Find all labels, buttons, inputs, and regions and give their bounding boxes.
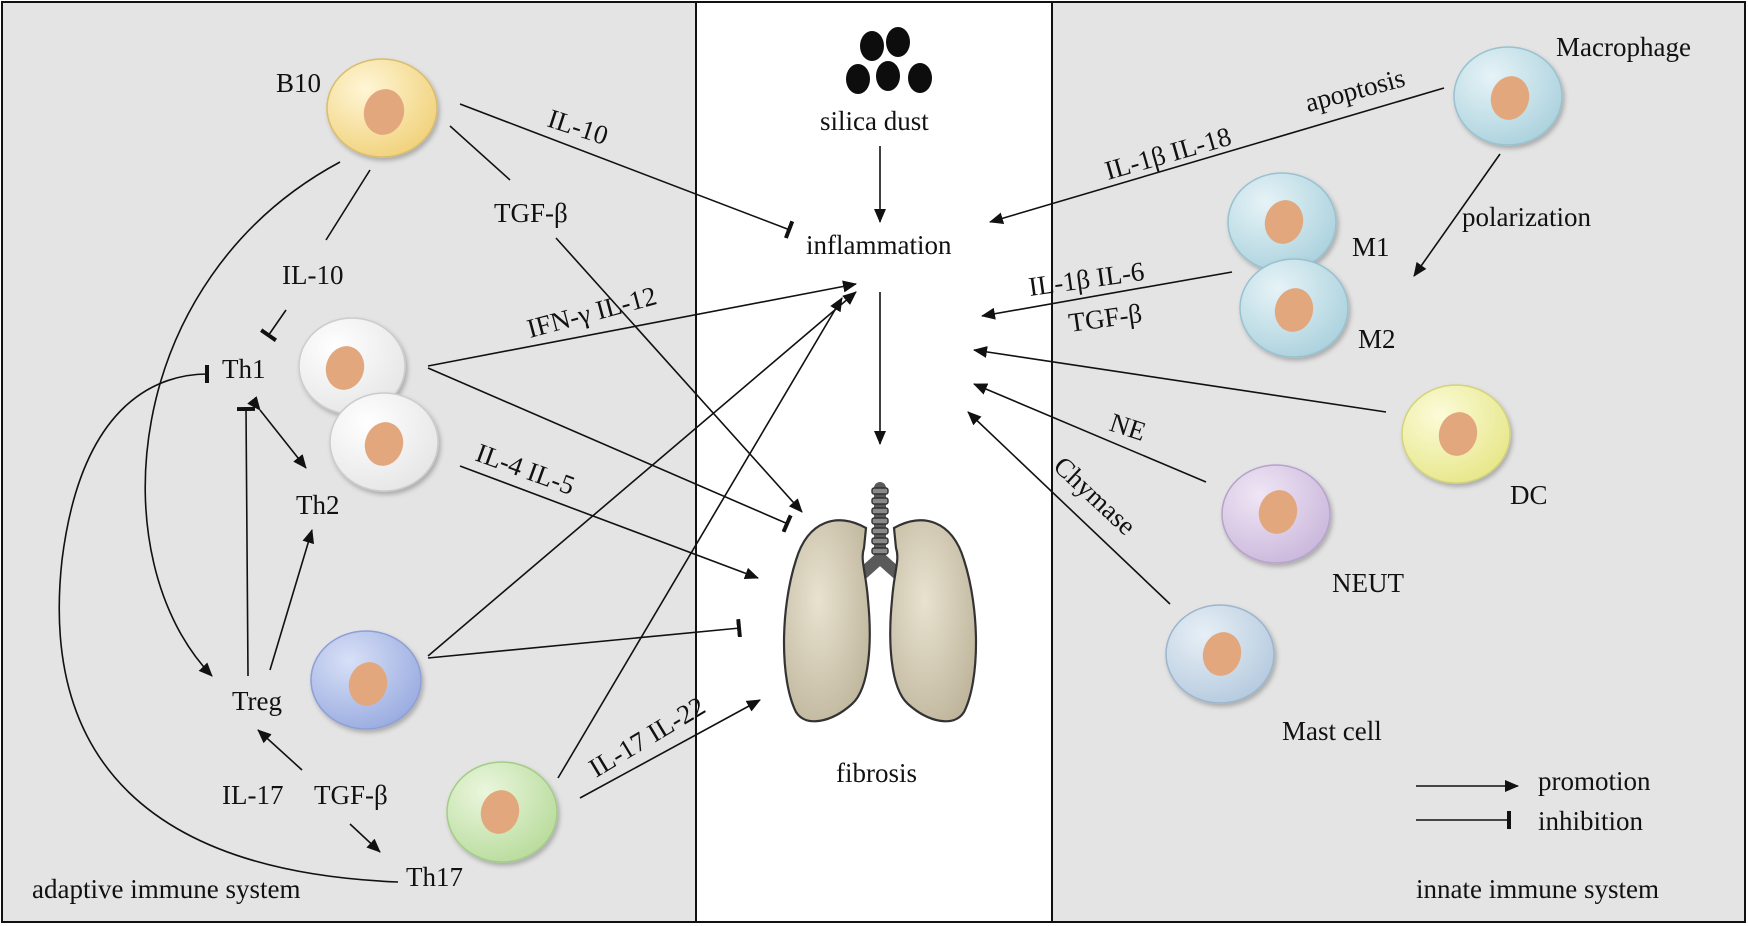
adaptive-system-label: adaptive immune system bbox=[32, 874, 300, 904]
edge-dc-fibrosis bbox=[973, 346, 1387, 413]
dc-cell-icon bbox=[1401, 384, 1511, 484]
m2-cell-icon bbox=[1239, 258, 1349, 358]
edge-treg-th1 bbox=[236, 406, 256, 677]
edge-b10-il10-inflammation bbox=[459, 103, 795, 239]
legend-inhibition-label: inhibition bbox=[1538, 806, 1644, 836]
tgfb-bottom-label: TGF-β bbox=[314, 780, 388, 810]
treg-cell-icon bbox=[310, 630, 422, 730]
innate-system-label: innate immune system bbox=[1416, 874, 1659, 904]
il17-bottom-label: IL-17 bbox=[222, 780, 283, 810]
b10-cell-icon bbox=[326, 58, 438, 158]
m2-label: M2 bbox=[1358, 324, 1396, 354]
edge-neut-fibrosis bbox=[973, 383, 1207, 483]
silica-particle-icon bbox=[846, 27, 932, 94]
m1-cell-icon bbox=[1227, 172, 1337, 272]
edge-th17-fibrosis bbox=[579, 699, 761, 799]
fibrosis-label: fibrosis bbox=[836, 758, 917, 788]
th1-label: Th1 bbox=[222, 354, 266, 384]
tgfb-left-label: TGF-β bbox=[494, 198, 568, 228]
b10-label: B10 bbox=[276, 68, 321, 98]
neut-cell-icon bbox=[1221, 464, 1331, 564]
treg-label: Treg bbox=[232, 686, 282, 716]
edge-macrophage-inflammation bbox=[989, 87, 1445, 225]
edge-th17-th1 bbox=[58, 364, 399, 883]
mast-cell-label: Mast cell bbox=[1282, 716, 1382, 746]
th2-label: Th2 bbox=[296, 490, 340, 520]
cells bbox=[298, 46, 1563, 863]
th17-label: Th17 bbox=[406, 862, 463, 892]
macrophage-label: Macrophage bbox=[1556, 32, 1691, 62]
edge-th1-fibrosis bbox=[427, 367, 793, 533]
edge-b10-il10-th1 bbox=[325, 169, 371, 241]
edge-mast-fibrosis bbox=[967, 411, 1171, 605]
edge-th1-th2 bbox=[247, 396, 307, 469]
th17-cell-icon bbox=[446, 761, 558, 863]
macrophage-cell-icon bbox=[1453, 46, 1563, 146]
polarization-label: polarization bbox=[1462, 202, 1591, 232]
edge-th17-inflammation bbox=[557, 297, 843, 779]
edge-tgfb-th17 bbox=[349, 823, 381, 853]
edge-th2-fibrosis bbox=[459, 465, 759, 580]
inflammation-label: inflammation bbox=[806, 230, 952, 260]
labels: B10 IL-10 TGF-β IL-10 IFN-γ IL-12 Th1 Th… bbox=[32, 32, 1691, 904]
edge-treg-inflammation bbox=[427, 291, 857, 657]
edge-treg-th2 bbox=[269, 529, 315, 671]
edge-tgfb-fibrosis bbox=[555, 237, 803, 513]
edge-th17-treg bbox=[257, 729, 303, 771]
edge-th1-inflammation bbox=[427, 280, 857, 367]
edge-b10-tgfb bbox=[449, 125, 511, 181]
edges bbox=[58, 87, 1519, 883]
th2-cell-icon bbox=[329, 392, 439, 492]
edge-macrophage-polarization bbox=[1413, 153, 1501, 277]
legend-promotion-label: promotion bbox=[1538, 766, 1651, 796]
edge-m2-fibrosis bbox=[981, 271, 1233, 320]
innate-panel bbox=[1051, 1, 1746, 923]
il10-mid-label: IL-10 bbox=[282, 260, 343, 290]
neut-label: NEUT bbox=[1332, 568, 1404, 598]
mast-cell-icon bbox=[1165, 604, 1275, 704]
lung-icon bbox=[782, 482, 978, 723]
edge-il10-th1 bbox=[260, 309, 287, 342]
edge-b10-treg bbox=[144, 161, 341, 677]
dc-label: DC bbox=[1510, 480, 1548, 510]
edge-treg-fibrosis bbox=[427, 618, 742, 659]
center-panel bbox=[695, 1, 1053, 923]
m1-label: M1 bbox=[1352, 232, 1390, 262]
silica-dust-label: silica dust bbox=[820, 106, 929, 136]
